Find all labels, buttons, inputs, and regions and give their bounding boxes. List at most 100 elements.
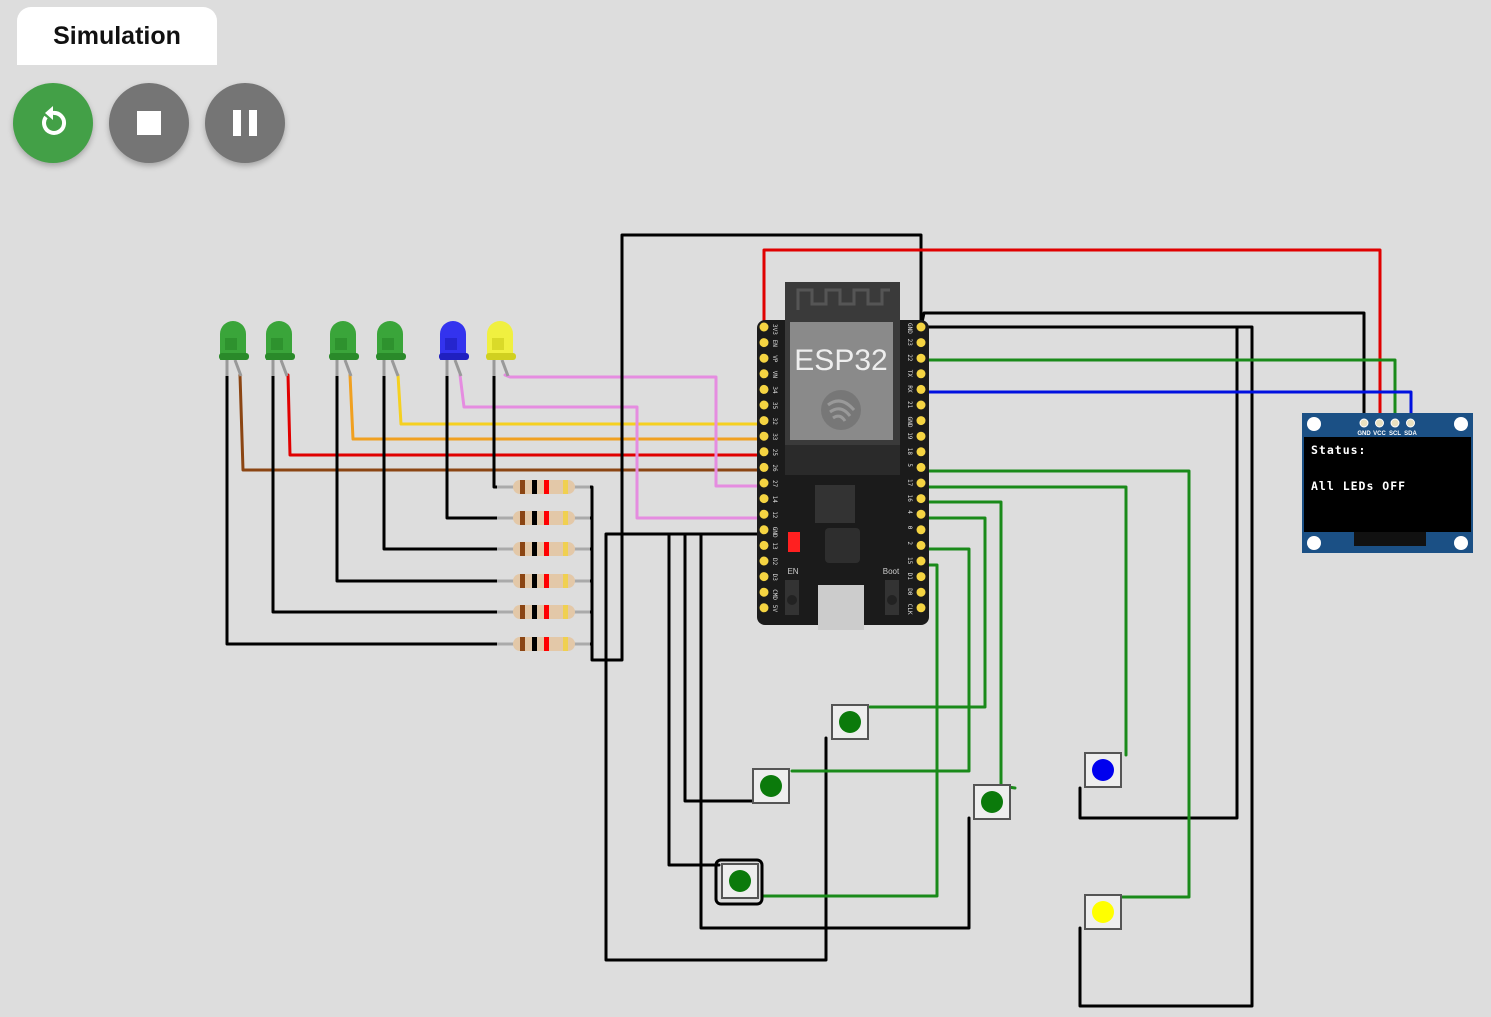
pushbutton-blue[interactable] bbox=[1084, 752, 1122, 788]
pin-left-25[interactable] bbox=[759, 447, 769, 457]
resistor[interactable] bbox=[497, 637, 590, 651]
pin-label: 35 bbox=[771, 402, 778, 410]
pin-left-26[interactable] bbox=[759, 462, 769, 472]
led-blue[interactable] bbox=[439, 321, 469, 377]
pin-label: 12 bbox=[771, 511, 778, 519]
wire-gpio2-btn[interactable] bbox=[790, 547, 971, 773]
wire-3v3-vcc[interactable] bbox=[762, 248, 1382, 425]
led-green[interactable] bbox=[376, 321, 406, 377]
pushbutton-green[interactable] bbox=[752, 768, 790, 804]
pin-left-32[interactable] bbox=[759, 416, 769, 426]
pin-left-gnd[interactable] bbox=[759, 525, 769, 535]
oled-pin-gnd[interactable] bbox=[1359, 418, 1369, 428]
pin-left-d2[interactable] bbox=[759, 556, 769, 566]
pushbutton-green[interactable] bbox=[973, 784, 1011, 820]
led-green[interactable] bbox=[219, 321, 249, 377]
pin-label: 16 bbox=[906, 495, 913, 503]
wire-gpio4-btn[interactable] bbox=[868, 516, 987, 709]
pin-left-5v[interactable] bbox=[759, 603, 769, 613]
wire-gnd-btn2[interactable] bbox=[667, 532, 766, 867]
wire-led-resistor[interactable] bbox=[445, 373, 507, 520]
pin-right-17[interactable] bbox=[916, 478, 926, 488]
restart-button[interactable] bbox=[13, 83, 93, 163]
pushbutton-green[interactable] bbox=[831, 704, 869, 740]
wire-gnd-oled[interactable] bbox=[919, 311, 1366, 425]
pin-right-d1[interactable] bbox=[916, 572, 926, 582]
pin-left-3v3[interactable] bbox=[759, 322, 769, 332]
oled-pin-vcc[interactable] bbox=[1375, 418, 1384, 428]
pin-label: 15 bbox=[906, 557, 913, 565]
wire-gpio5-btn-yellow[interactable] bbox=[919, 469, 1191, 899]
pin-right-4[interactable] bbox=[916, 509, 926, 519]
wire-led3-gpio33[interactable] bbox=[348, 373, 766, 441]
wire-led-resistor[interactable] bbox=[225, 373, 507, 646]
pin-left-14[interactable] bbox=[759, 494, 769, 504]
pin-left-en[interactable] bbox=[759, 338, 769, 348]
pin-right-d0[interactable] bbox=[916, 587, 926, 597]
wire-led6-gpio27[interactable] bbox=[503, 373, 766, 488]
pin-label: CMD bbox=[771, 589, 778, 600]
pin-left-35[interactable] bbox=[759, 400, 769, 410]
wire-gnd-bus[interactable] bbox=[570, 233, 923, 662]
pin-label: 5 bbox=[906, 463, 913, 467]
pin-right-2[interactable] bbox=[916, 540, 926, 550]
led-green[interactable] bbox=[329, 321, 359, 377]
wire-led-resistor[interactable] bbox=[335, 373, 507, 583]
oled-pin-scl[interactable] bbox=[1390, 418, 1400, 428]
pin-right-22[interactable] bbox=[916, 353, 926, 363]
resistor[interactable] bbox=[497, 480, 590, 494]
pin-right-gnd[interactable] bbox=[916, 322, 926, 332]
wire-led-resistor[interactable] bbox=[271, 373, 507, 614]
wire-gnd-btn-yellow[interactable] bbox=[919, 325, 1254, 1008]
pin-left-vn[interactable] bbox=[759, 369, 769, 379]
led-green[interactable] bbox=[265, 321, 295, 377]
pin-right-rx[interactable] bbox=[916, 384, 926, 394]
wire-scl[interactable] bbox=[919, 358, 1397, 425]
pin-left-33[interactable] bbox=[759, 431, 769, 441]
pin-left-cmd[interactable] bbox=[759, 587, 769, 597]
pin-label: 33 bbox=[771, 433, 778, 441]
pin-right-16[interactable] bbox=[916, 494, 926, 504]
pin-right-tx[interactable] bbox=[916, 369, 926, 379]
resistor[interactable] bbox=[497, 542, 590, 556]
pin-left-vp[interactable] bbox=[759, 353, 769, 363]
pin-left-12[interactable] bbox=[759, 509, 769, 519]
wire-led2-gpio25[interactable] bbox=[286, 373, 766, 457]
pin-label: RX bbox=[906, 385, 913, 393]
wire-gnd-btn1[interactable] bbox=[604, 532, 828, 962]
wire-led4-gpio32[interactable] bbox=[396, 373, 766, 426]
pin-right-15[interactable] bbox=[916, 556, 926, 566]
wire-gpio17-btn-blue[interactable] bbox=[919, 485, 1128, 757]
pin-right-21[interactable] bbox=[916, 400, 926, 410]
pin-left-13[interactable] bbox=[759, 540, 769, 550]
wire-gnd-btn4[interactable] bbox=[699, 532, 971, 930]
wire-led5-gpio12[interactable] bbox=[458, 373, 766, 520]
pin-right-18[interactable] bbox=[916, 447, 926, 457]
pin-right-gnd[interactable] bbox=[916, 416, 926, 426]
wire-led-resistor[interactable] bbox=[382, 373, 507, 551]
pin-right-19[interactable] bbox=[916, 431, 926, 441]
pin-right-5[interactable] bbox=[916, 462, 926, 472]
pushbutton-green[interactable] bbox=[714, 858, 764, 906]
wire-led1-gpio26[interactable] bbox=[238, 373, 766, 472]
resistor[interactable] bbox=[497, 511, 590, 525]
resistor[interactable] bbox=[497, 605, 590, 619]
pin-left-34[interactable] bbox=[759, 384, 769, 394]
pushbutton-yellow[interactable] bbox=[1084, 894, 1122, 930]
wire-gnd-btn3[interactable] bbox=[683, 532, 766, 803]
oled-pin-sda[interactable] bbox=[1406, 418, 1415, 428]
esp32-board[interactable]: ESP32 EN Boot 3V3ENVPVN34353233252627141… bbox=[757, 282, 929, 630]
resistor[interactable] bbox=[497, 574, 590, 588]
pin-label: VN bbox=[771, 371, 778, 379]
pin-right-23[interactable] bbox=[916, 338, 926, 348]
pin-right-clk[interactable] bbox=[916, 603, 926, 613]
pause-button[interactable] bbox=[205, 83, 285, 163]
pin-left-27[interactable] bbox=[759, 478, 769, 488]
pin-label: 17 bbox=[906, 479, 913, 487]
stop-button[interactable] bbox=[109, 83, 189, 163]
led-yellow[interactable] bbox=[486, 321, 516, 377]
pin-label: 3V3 bbox=[771, 324, 778, 335]
pin-right-0[interactable] bbox=[916, 525, 926, 535]
pin-left-d3[interactable] bbox=[759, 572, 769, 582]
simulation-tab[interactable]: Simulation bbox=[17, 7, 217, 65]
